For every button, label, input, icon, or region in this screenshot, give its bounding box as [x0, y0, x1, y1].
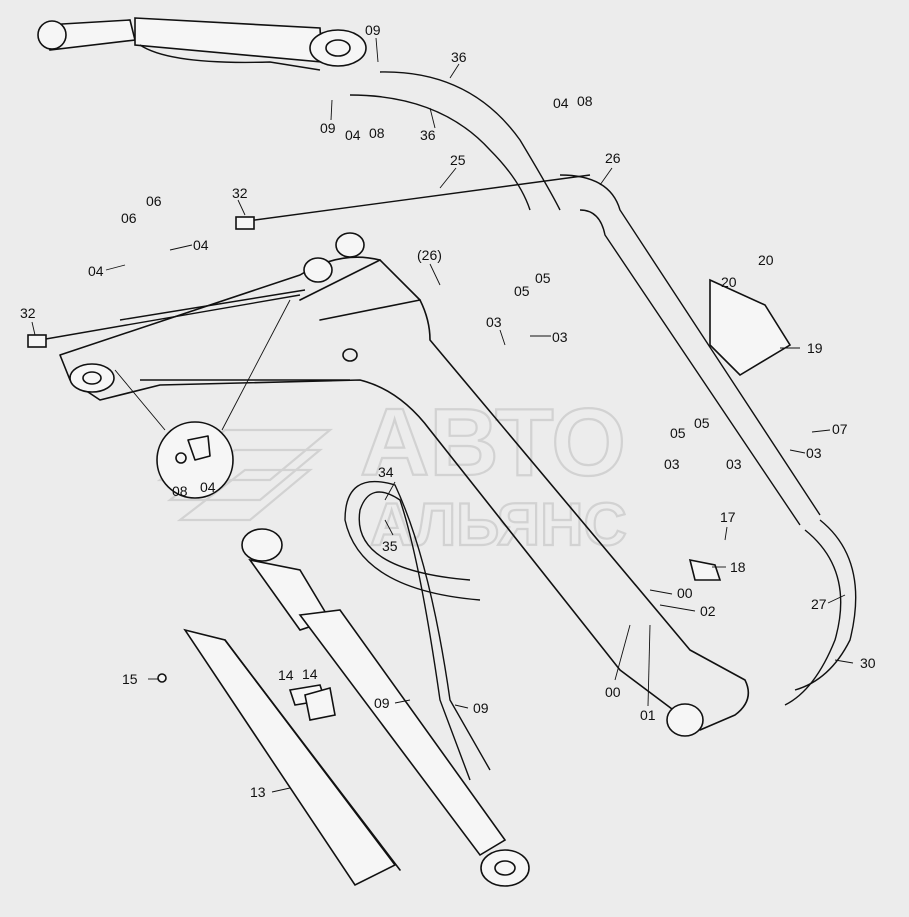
callout-00: 00	[677, 585, 693, 601]
callout-20: 20	[758, 252, 774, 268]
callout-17: 17	[720, 509, 736, 525]
callout-08: 08	[577, 93, 593, 109]
callout-03: 03	[552, 329, 568, 345]
callout-09: 09	[374, 695, 390, 711]
callout-19: 19	[807, 340, 823, 356]
callout-14: 14	[278, 667, 294, 683]
callout-04: 04	[88, 263, 104, 279]
watermark-line1: АВТО	[360, 389, 626, 496]
callout-36: 36	[420, 127, 436, 143]
callout-03: 03	[726, 456, 742, 472]
callout-06: 06	[121, 210, 137, 226]
callout-20: 20	[721, 274, 737, 290]
callout-09: 09	[365, 22, 381, 38]
bucket-cylinder	[241, 528, 530, 887]
callout-15: 15	[122, 671, 138, 687]
callout-06: 06	[146, 193, 162, 209]
boom-arm	[59, 232, 750, 737]
callout-03: 03	[806, 445, 822, 461]
callout-00: 00	[605, 684, 621, 700]
callout-04: 04	[193, 237, 209, 253]
callout-13: 13	[250, 784, 266, 800]
callout-03: 03	[664, 456, 680, 472]
callout-26: 26	[605, 150, 621, 166]
watermark-line2: АЛЬЯНС	[370, 491, 627, 558]
detail-magnifier	[114, 299, 291, 499]
callout-04: 04	[200, 479, 216, 495]
callout-18: 18	[730, 559, 746, 575]
callout-05: 05	[694, 415, 710, 431]
callout-35: 35	[382, 538, 398, 554]
hoses	[39, 71, 857, 781]
callout-14: 14	[302, 666, 318, 682]
leader-lines	[31, 37, 854, 793]
callout-08: 08	[172, 483, 188, 499]
callout-34: 34	[378, 464, 394, 480]
callout-27: 27	[811, 596, 827, 612]
callout-05: 05	[670, 425, 686, 441]
callout-25: 25	[450, 152, 466, 168]
callout-03: 03	[486, 314, 502, 330]
callout-01: 01	[640, 707, 656, 723]
callout-05: 05	[514, 283, 530, 299]
callout-09: 09	[320, 120, 336, 136]
callout-36: 36	[451, 49, 467, 65]
callout-04: 04	[553, 95, 569, 111]
small-parts	[27, 216, 792, 721]
callout-04: 04	[345, 127, 361, 143]
callout-09: 09	[473, 700, 489, 716]
boom-cylinder	[37, 17, 367, 71]
callout-32: 32	[20, 305, 36, 321]
callout-08: 08	[369, 125, 385, 141]
callout-05: 05	[535, 270, 551, 286]
guard-plate	[183, 628, 401, 887]
callout-labels: 09 36 09 36 04 08 04 08 25 26 32 06 06 0…	[20, 22, 876, 800]
callout-32: 32	[232, 185, 248, 201]
callout-26-ref: (26)	[417, 247, 442, 263]
callout-02: 02	[700, 603, 716, 619]
callout-07: 07	[832, 421, 848, 437]
callout-30: 30	[860, 655, 876, 671]
